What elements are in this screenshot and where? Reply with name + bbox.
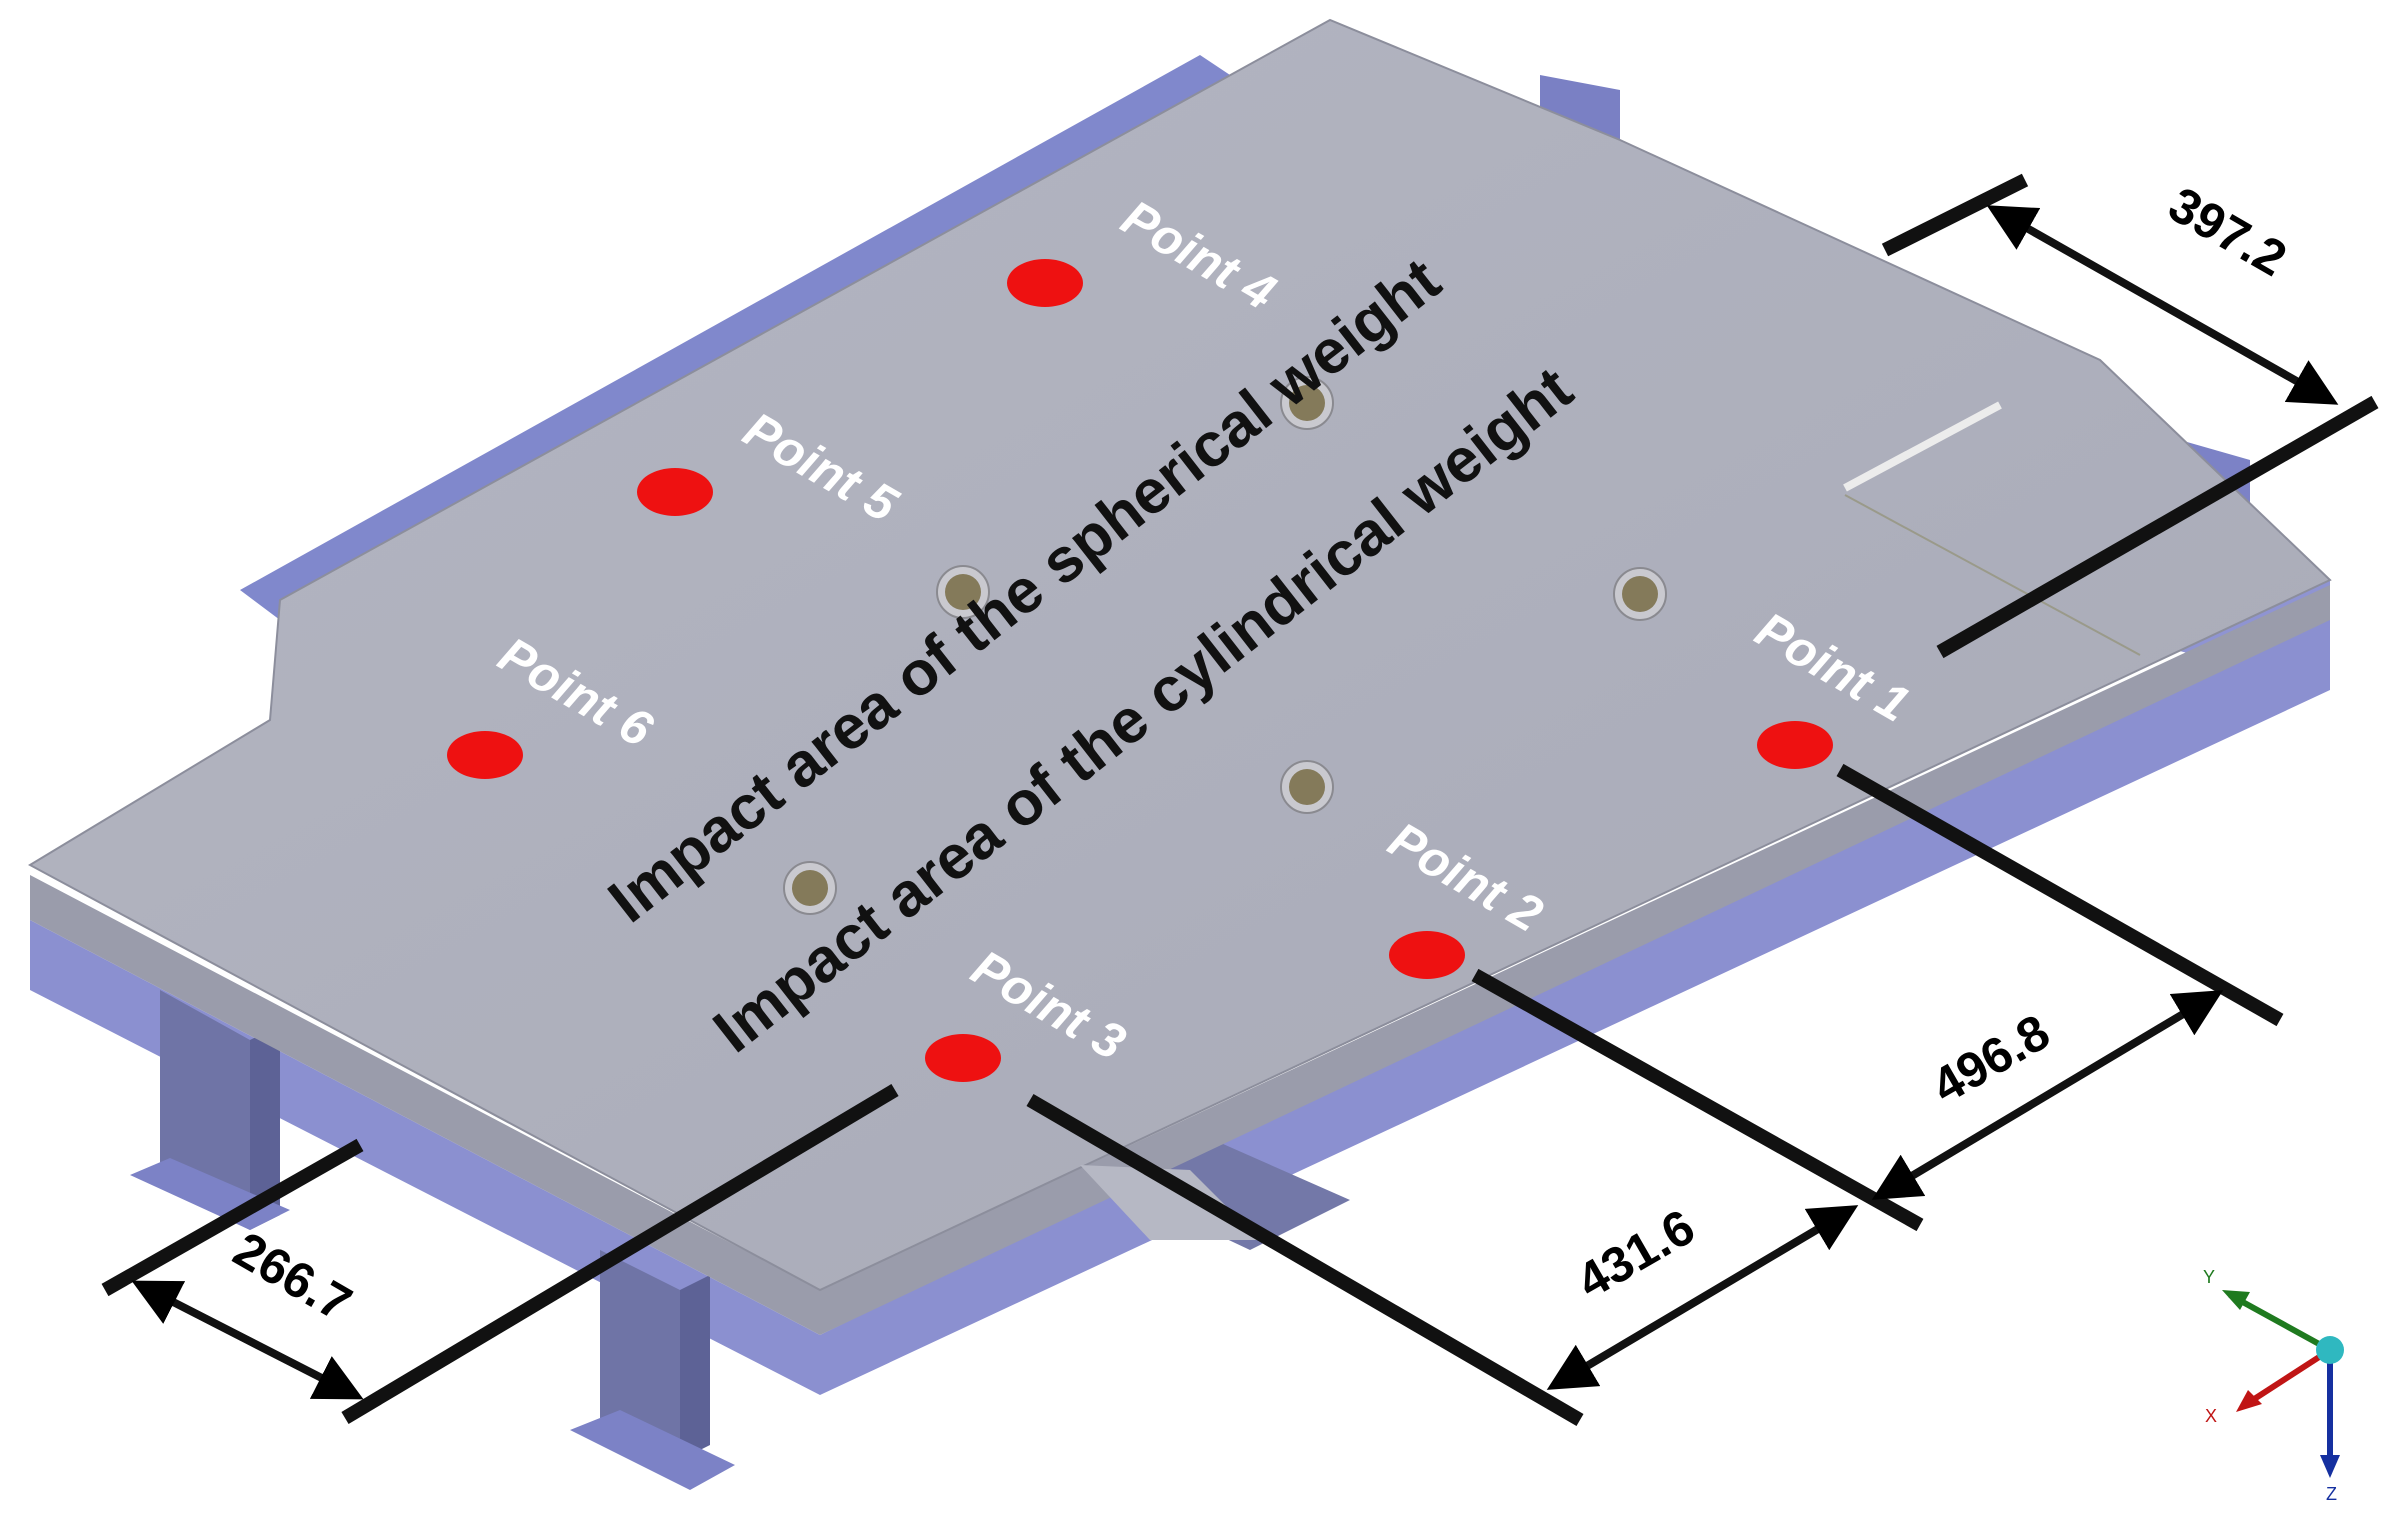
back-rail (240, 55, 1230, 620)
point-2-marker[interactable] (1389, 931, 1465, 979)
plate-top (27, 18, 2332, 1292)
point-1-marker[interactable] (1757, 721, 1833, 769)
plate-strip (1843, 401, 2002, 492)
plate-seam (1844, 494, 2141, 656)
point-3-marker[interactable] (925, 1034, 1001, 1082)
dim-266-label: 266.7 (225, 1221, 361, 1332)
axis-y-label: Y (2203, 1267, 2215, 1287)
dim-397-label: 397.2 (2160, 176, 2296, 287)
point-5-marker[interactable] (637, 468, 713, 516)
point-4-marker[interactable] (1007, 259, 1083, 307)
axis-x-label: X (2205, 1406, 2217, 1426)
axis-triad: Y X Z (2203, 1267, 2344, 1504)
impact-points (447, 259, 1833, 1082)
dimension-lines (101, 173, 2379, 1427)
leg-left-side (250, 1025, 280, 1230)
dim-431-label: 431.6 (1568, 1198, 1704, 1309)
front-notch (1080, 1165, 1260, 1240)
leg-middle (600, 1250, 680, 1460)
plate (27, 18, 2332, 1335)
leg-middle-foot (570, 1410, 735, 1490)
leg-middle-side (680, 1275, 710, 1460)
bolt-holes (783, 376, 1667, 915)
axis-z-label: Z (2326, 1484, 2337, 1504)
point-6-marker[interactable] (447, 731, 523, 779)
